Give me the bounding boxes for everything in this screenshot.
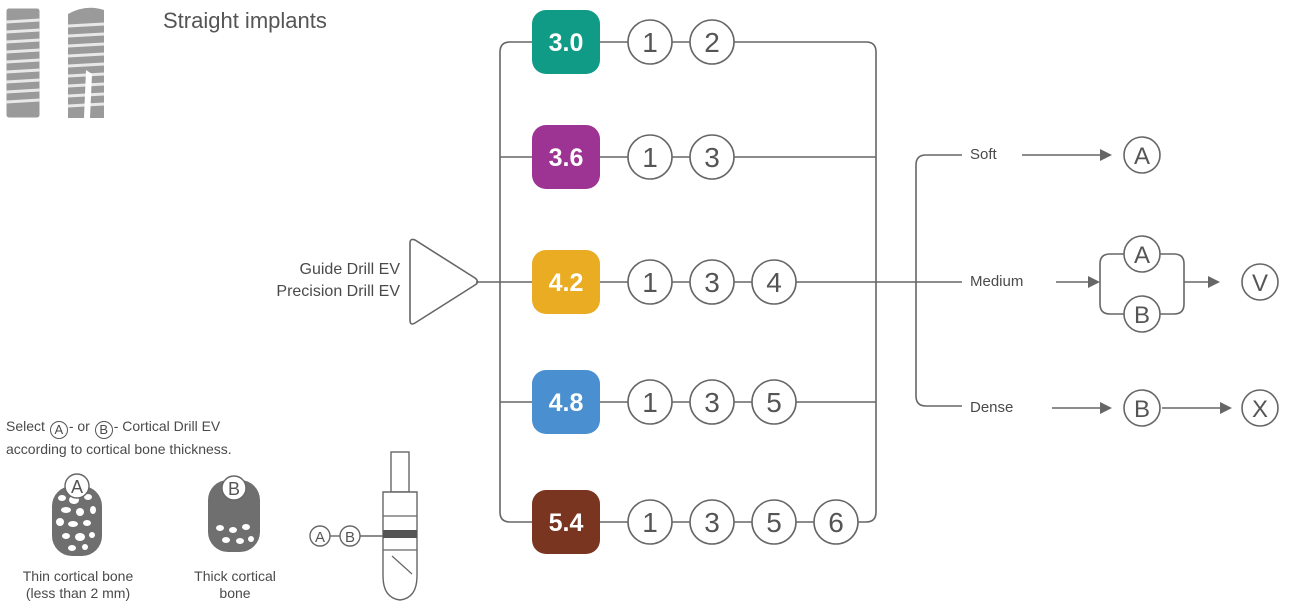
thin-bone-caption-line1: Thin cortical bone [22, 568, 134, 584]
drill-step-number: 4 [766, 267, 782, 298]
thick-bone-marker: B [228, 479, 240, 499]
drill-marker-b: B [345, 529, 355, 546]
density-label-soft: Soft [970, 146, 997, 163]
dense-drill-b: B [1134, 396, 1150, 423]
diameter-badge [532, 10, 600, 74]
drill-step-circle [751, 259, 797, 305]
arrow-head-medium-icon [1088, 276, 1100, 288]
precision-drill-label: Precision Drill EV [276, 283, 400, 300]
thin-bone-caption-line2: (less than 2 mm) [25, 585, 131, 601]
note-marker-b: B [94, 421, 113, 439]
medium-drill-v: V [1252, 270, 1268, 297]
density-label-dense: Dense [970, 399, 1014, 416]
page-title: Straight implants [163, 8, 327, 33]
straight-implant-cut-icon [67, 7, 105, 118]
diameter-label: 4.2 [549, 269, 584, 297]
drill-step-circle [627, 379, 673, 425]
drill-step-circle [627, 499, 673, 545]
note-line-2: according to cortical bone thickness. [6, 441, 232, 457]
drill-step-number: 3 [704, 142, 720, 173]
thick-cortical-bone-icon: B [208, 475, 260, 552]
thick-bone-caption-line1: Thick cortical [194, 568, 276, 584]
drill-step-number: 1 [642, 387, 658, 418]
drill-step-circle [689, 379, 735, 425]
drill-step-circle [751, 379, 797, 425]
drill-step-number: 5 [766, 387, 782, 418]
drill-step-number: 1 [642, 507, 658, 538]
drill-step-circle [689, 259, 735, 305]
implant-row-3.6: 3.6 1 3 [532, 125, 735, 189]
straight-implant-icon [5, 7, 41, 119]
cortical-drill-icon: A B [309, 451, 418, 601]
drill-step-circle [627, 259, 673, 305]
diameter-label: 3.6 [549, 144, 584, 172]
thin-cortical-bone-icon: A [52, 473, 102, 556]
drill-step-circle [689, 19, 735, 65]
drill-step-number: 1 [642, 267, 658, 298]
medium-drill-b: B [1134, 302, 1150, 329]
drill-step-circle [689, 499, 735, 545]
guide-drill-triangle [409, 238, 479, 325]
guide-drill-label: Guide Drill EV [299, 261, 400, 278]
medium-drill-a: A [1134, 242, 1150, 269]
diameter-badge [532, 370, 600, 434]
cortical-drill-note: Select A- or B- Cortical Drill EV accord… [6, 416, 232, 460]
implant-row-3.0: 3.0 1 2 [532, 10, 735, 74]
arrow-head-soft-icon [1100, 149, 1112, 161]
arrow-head-dense-icon [1100, 402, 1112, 414]
diameter-badge [532, 490, 600, 554]
implant-row-4.8: 4.8 1 3 5 [532, 370, 797, 434]
dense-drill-x: X [1252, 396, 1268, 423]
diameter-label: 5.4 [549, 509, 584, 537]
drill-step-number: 3 [704, 267, 720, 298]
drill-step-circle [627, 19, 673, 65]
drill-step-number: 1 [642, 142, 658, 173]
drill-step-number: 1 [642, 27, 658, 58]
implant-row-5.4: 5.4 1 3 5 6 [532, 490, 859, 554]
implant-row-4.2: 4.2 1 3 4 [532, 250, 797, 314]
note-marker-a: A [49, 421, 68, 439]
thick-bone-caption: Thick cortical bone [170, 568, 300, 602]
note-mid: - or [68, 418, 90, 434]
note-end: - Cortical Drill EV [113, 418, 221, 434]
thin-bone-caption: Thin cortical bone (less than 2 mm) [0, 568, 156, 602]
drill-step-circle [627, 134, 673, 180]
drill-marker-a: A [315, 529, 325, 546]
drill-step-number: 6 [828, 507, 844, 538]
drill-step-number: 2 [704, 27, 720, 58]
thin-bone-marker: A [71, 477, 83, 497]
diameter-label: 3.0 [549, 29, 584, 57]
arrow-head-medium-out-icon [1208, 276, 1220, 288]
arrow-head-dense-out-icon [1220, 402, 1232, 414]
thick-bone-caption-line2: bone [219, 585, 251, 601]
drill-step-circle [751, 499, 797, 545]
diameter-badge [532, 250, 600, 314]
drill-step-number: 3 [704, 387, 720, 418]
drill-step-number: 3 [704, 507, 720, 538]
note-prefix: Select [6, 418, 45, 434]
density-label-medium: Medium [970, 273, 1024, 290]
diameter-badge [532, 125, 600, 189]
drill-step-circle [689, 134, 735, 180]
soft-drill-a: A [1134, 143, 1150, 170]
diameter-label: 4.8 [549, 389, 584, 417]
drill-step-circle [813, 499, 859, 545]
drill-step-number: 5 [766, 507, 782, 538]
